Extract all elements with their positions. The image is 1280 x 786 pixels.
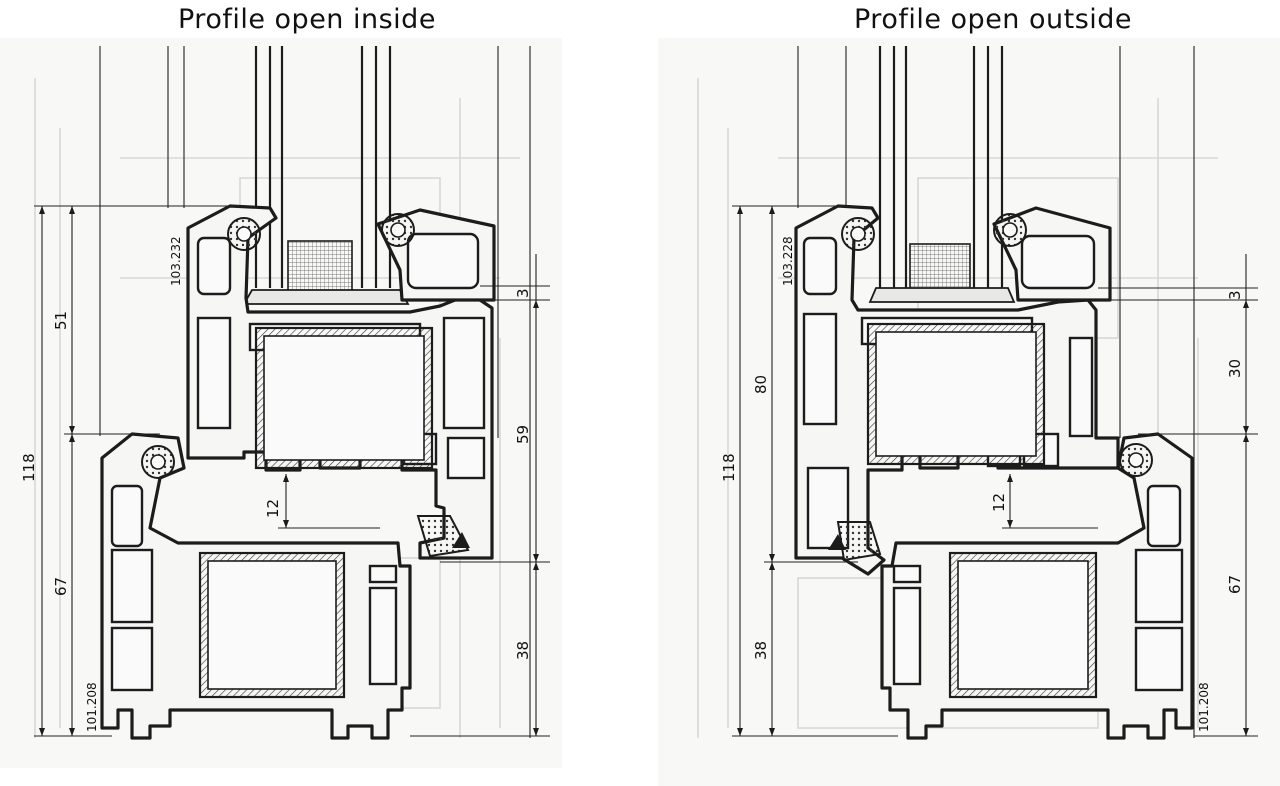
dim-total: 118	[20, 453, 38, 482]
frame-profile	[100, 432, 412, 740]
sash-profile	[186, 204, 496, 560]
outer-frame-lines	[797, 46, 1195, 738]
dim-lower: 38	[752, 641, 770, 660]
frame-profile	[880, 432, 1194, 740]
profile-drawing-inside: 118 51 67 3 59 12 38 103.232 101.208	[0, 38, 562, 768]
dim-lower: 67	[52, 577, 70, 596]
dim-frame: 38	[514, 641, 532, 660]
dim-gap: 3	[514, 288, 532, 298]
dimension-lines	[732, 205, 1258, 737]
diagram-title-left: Profile open inside	[178, 4, 436, 35]
frame-code-label: 101.208	[1197, 682, 1211, 732]
dim-sash: 30	[1226, 359, 1244, 378]
dim-total: 118	[720, 453, 738, 482]
sash-profile	[794, 204, 1120, 576]
dimension-labels: 118 80 38 3 30 12 67 103.228 101.208	[720, 236, 1244, 732]
dim-sash: 59	[514, 425, 532, 444]
glazing-block	[868, 287, 1016, 303]
dim-gap: 3	[1226, 290, 1244, 300]
dim-rebate: 12	[264, 499, 282, 518]
dim-upper: 51	[52, 311, 70, 330]
dim-upper: 80	[752, 375, 770, 394]
dimension-lines	[34, 205, 550, 737]
profile-drawing-outside: 118 80 38 3 30 12 67 103.228 101.208	[658, 38, 1280, 786]
glass-spacer-bar	[287, 240, 353, 298]
diagram-title-right: Profile open outside	[854, 4, 1133, 35]
dimension-labels: 118 51 67 3 59 12 38 103.232 101.208	[20, 236, 532, 732]
frame-code-label: 101.208	[85, 682, 99, 732]
outer-frame-lines	[99, 46, 531, 738]
glazing-unit	[868, 46, 1016, 303]
dim-rebate: 12	[990, 493, 1008, 512]
dim-frame: 67	[1226, 575, 1244, 594]
glazing-block	[242, 289, 410, 305]
sash-code-label: 103.232	[169, 236, 183, 286]
glazing-unit	[242, 46, 410, 305]
sash-code-label: 103.228	[781, 236, 795, 286]
